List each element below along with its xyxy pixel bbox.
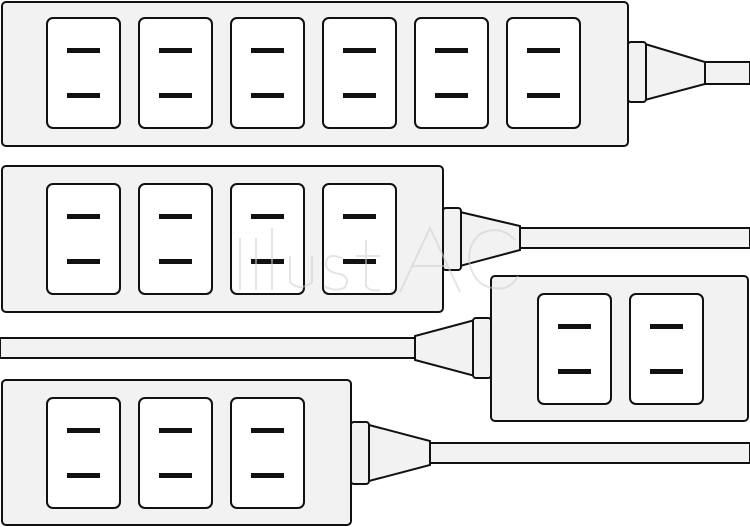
outlet xyxy=(46,183,121,295)
power-strip-6-outlet xyxy=(1,1,750,147)
power-strip-4-outlet xyxy=(1,165,750,313)
outlet xyxy=(46,17,121,129)
plug-strain-relief xyxy=(644,42,706,102)
watermark-logo xyxy=(239,225,519,293)
outlet xyxy=(230,17,305,129)
outlet xyxy=(322,183,397,295)
plug-collar xyxy=(472,317,492,379)
plug-strain-relief xyxy=(368,423,431,483)
outlet xyxy=(230,397,305,509)
outlet xyxy=(629,293,704,405)
outlet xyxy=(537,293,612,405)
outlet xyxy=(138,397,213,509)
power-strip-3-outlet xyxy=(1,379,750,526)
outlet xyxy=(230,183,305,295)
outlet xyxy=(138,17,213,129)
outlet xyxy=(322,17,397,129)
plug-strain-relief xyxy=(414,318,476,378)
outlet xyxy=(414,17,489,129)
power-cord xyxy=(0,337,421,359)
power-cord xyxy=(699,61,750,85)
power-cord xyxy=(514,227,750,249)
plug-collar xyxy=(627,41,647,103)
outlet xyxy=(506,17,581,129)
power-strip-2-outlet xyxy=(0,275,749,422)
plug-collar xyxy=(350,421,370,485)
outlet xyxy=(46,397,121,509)
strip-body xyxy=(490,275,749,422)
outlet xyxy=(138,183,213,295)
power-cord xyxy=(424,442,750,464)
